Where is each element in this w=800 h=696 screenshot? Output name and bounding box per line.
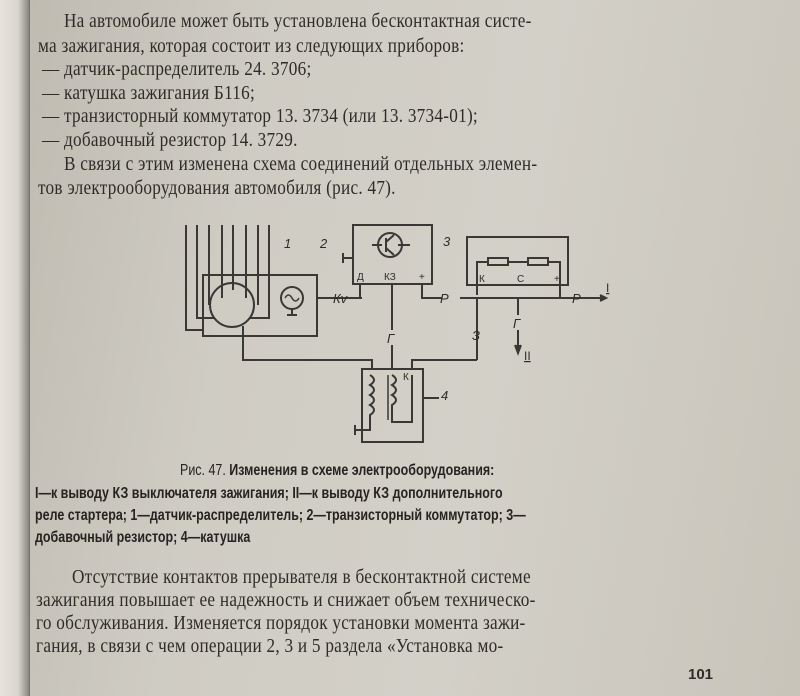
distributor-box	[202, 274, 318, 337]
label-4: 4	[441, 388, 448, 403]
text-line: Отсутствие контактов прерывателя в беско…	[72, 566, 531, 588]
caption-line: I—к выводу КЗ выключателя зажигания; II—…	[35, 485, 503, 502]
distributor-cap	[209, 282, 255, 328]
terminal-plus: +	[419, 272, 425, 283]
terminal-d: Д	[357, 272, 364, 283]
resistor-box	[466, 236, 569, 286]
list-item: — транзисторный коммутатор 13. 3734 (или…	[42, 105, 478, 127]
terminal-c: С	[517, 274, 524, 285]
text-line: ма зажигания, которая состоит из следующ…	[38, 35, 465, 57]
label-I: I	[606, 281, 609, 295]
text-line: тов электрооборудования автомобиля (рис.…	[38, 177, 396, 199]
text-line: На автомобиле может быть установлена бес…	[64, 10, 532, 32]
label-1: 1	[284, 236, 291, 251]
caption-line: реле стартера; 1—датчик-распределитель; …	[35, 507, 526, 524]
text-line: го обслуживания. Изменяется порядок уста…	[36, 612, 526, 634]
text-line: зажигания повышает ее надежность и снижа…	[36, 589, 536, 611]
caption-title: Изменения в схеме электрооборудования:	[229, 462, 495, 479]
terminal-k: К	[479, 274, 485, 285]
previous-page-edge	[0, 0, 30, 696]
caption-line: добавочный резистор; 4—катушка	[35, 529, 251, 546]
wire-g: Г	[387, 331, 395, 346]
terminal-plus2: +	[554, 274, 560, 285]
text-line: В связи с этим изменена схема соединений…	[64, 153, 538, 175]
wire-g2: Г	[513, 316, 521, 331]
text-line: гания, в связи с чем операции 2, 3 и 5 р…	[36, 635, 504, 657]
ignition-coil-box	[361, 368, 424, 443]
wire-p1: Р	[440, 291, 449, 306]
label-II: II	[524, 349, 531, 363]
label-2: 2	[319, 236, 328, 251]
caption-prefix: Рис. 47.	[180, 462, 226, 479]
coil-terminal-k: К	[403, 372, 409, 383]
list-item: — добавочный резистор 14. 3729.	[42, 129, 298, 151]
label-3: 3	[443, 234, 451, 249]
wire-p2: Р	[572, 291, 581, 306]
terminal-kz: КЗ	[384, 272, 396, 283]
wire-3: З	[472, 328, 480, 343]
wire-kv: Кv	[333, 291, 349, 306]
list-item: — катушка зажигания Б116;	[42, 82, 256, 104]
page-number: 101	[688, 666, 714, 683]
list-item: — датчик-распределитель 24. 3706;	[42, 58, 312, 80]
